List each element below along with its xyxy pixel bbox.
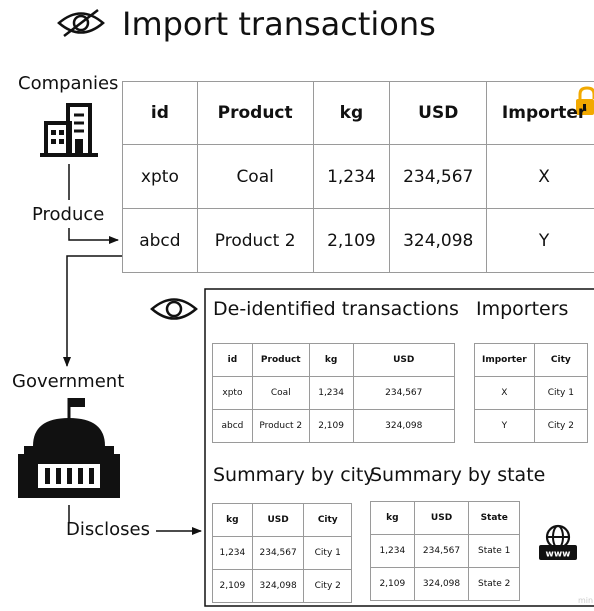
column-header: id	[212, 343, 253, 377]
table-cell: 234,567	[352, 376, 456, 410]
importers-table: Importer City X City 1 Y City 2	[474, 343, 589, 443]
table-cell: 2,109	[212, 569, 253, 603]
column-header: kg	[212, 503, 253, 537]
table-cell: 324,098	[352, 409, 456, 443]
table-row: 1,234 234,567 City 1	[212, 536, 352, 570]
table-header-row: kg USD City	[212, 503, 352, 537]
table-cell: Product 2	[251, 409, 310, 443]
produce-label: Produce	[32, 204, 105, 225]
table-header-row: id Product kg USD Importer	[122, 81, 594, 145]
discloses-label: Discloses	[66, 519, 150, 540]
eye-slash-icon	[57, 9, 105, 37]
deidentified-table: id Product kg USD xpto Coal 1,234 234,56…	[212, 343, 456, 443]
table-row: 2,109 324,098 City 2	[212, 569, 352, 603]
table-cell: X	[474, 376, 535, 410]
summary-city-table: kg USD City 1,234 234,567 City 1 2,109 3…	[212, 503, 352, 603]
table-cell: 1,234	[370, 534, 415, 568]
table-cell: 1,234	[308, 376, 354, 410]
column-header: City	[533, 343, 589, 377]
summary-city-title: Summary by city	[213, 464, 375, 486]
column-header: kg	[308, 343, 354, 377]
companies-label: Companies	[18, 73, 119, 94]
column-header: Product	[251, 343, 310, 377]
summary-state-title: Summary by state	[370, 464, 546, 486]
table-cell: 234,567	[413, 534, 470, 568]
column-header: State	[468, 501, 520, 535]
table-header-row: kg USD State	[370, 501, 520, 535]
page-title: Import transactions	[122, 5, 436, 43]
eye-icon	[150, 298, 198, 320]
column-header: USD	[251, 503, 305, 537]
column-header: Importer	[486, 81, 594, 145]
government-building-icon	[18, 398, 120, 498]
table-row: 2,109 324,098 State 2	[370, 567, 520, 601]
table-header-row: Importer City	[474, 343, 589, 377]
column-header: USD	[413, 501, 470, 535]
table-cell: 234,567	[389, 144, 488, 209]
deidentified-title: De-identified transactions	[213, 298, 459, 320]
table-row: abcd Product 2 2,109 324,098	[212, 409, 456, 443]
table-cell: City 1	[533, 376, 589, 410]
www-globe-icon: www	[539, 524, 577, 560]
table-cell: abcd	[122, 208, 198, 273]
disclosure-frame	[204, 288, 594, 607]
table-row: Y City 2	[474, 409, 589, 443]
table-cell: State 2	[468, 567, 520, 601]
table-row: X City 1	[474, 376, 589, 410]
importers-title: Importers	[476, 298, 569, 320]
table-cell: City 1	[303, 536, 352, 570]
table-cell: abcd	[212, 409, 253, 443]
table-row: abcd Product 2 2,109 324,098 Y	[122, 208, 594, 273]
table-cell: City 2	[303, 569, 352, 603]
table-cell: 2,109	[312, 208, 391, 273]
table-row: xpto Coal 1,234 234,567 X	[122, 144, 594, 209]
government-arrow	[63, 255, 122, 367]
table-cell: xpto	[212, 376, 253, 410]
table-cell: 2,109	[308, 409, 354, 443]
table-cell: 2,109	[370, 567, 415, 601]
table-cell: Coal	[251, 376, 310, 410]
column-header: Importer	[474, 343, 535, 377]
watermark: min	[578, 596, 594, 605]
column-header: City	[303, 503, 352, 537]
table-cell: City 2	[533, 409, 589, 443]
column-header: USD	[352, 343, 456, 377]
table-cell: 234,567	[251, 536, 305, 570]
table-cell: 324,098	[251, 569, 305, 603]
transactions-table: id Product kg USD Importer xpto Coal 1,2…	[122, 81, 594, 273]
column-header: kg	[312, 81, 391, 145]
table-cell: Coal	[196, 144, 314, 209]
table-cell: Y	[474, 409, 535, 443]
table-cell: 324,098	[389, 208, 488, 273]
government-label: Government	[12, 371, 125, 392]
table-row: xpto Coal 1,234 234,567	[212, 376, 456, 410]
table-row: 1,234 234,567 State 1	[370, 534, 520, 568]
table-cell: 1,234	[312, 144, 391, 209]
office-building-icon	[40, 103, 98, 157]
table-cell: 324,098	[413, 567, 470, 601]
produce-arrow	[68, 228, 119, 244]
table-cell: State 1	[468, 534, 520, 568]
table-cell: Y	[486, 208, 594, 273]
column-header: kg	[370, 501, 415, 535]
table-cell: xpto	[122, 144, 198, 209]
svg-text:www: www	[546, 550, 571, 560]
table-cell: 1,234	[212, 536, 253, 570]
summary-state-table: kg USD State 1,234 234,567 State 1 2,109…	[370, 501, 520, 601]
table-cell: X	[486, 144, 594, 209]
table-header-row: id Product kg USD	[212, 343, 456, 377]
table-cell: Product 2	[196, 208, 314, 273]
